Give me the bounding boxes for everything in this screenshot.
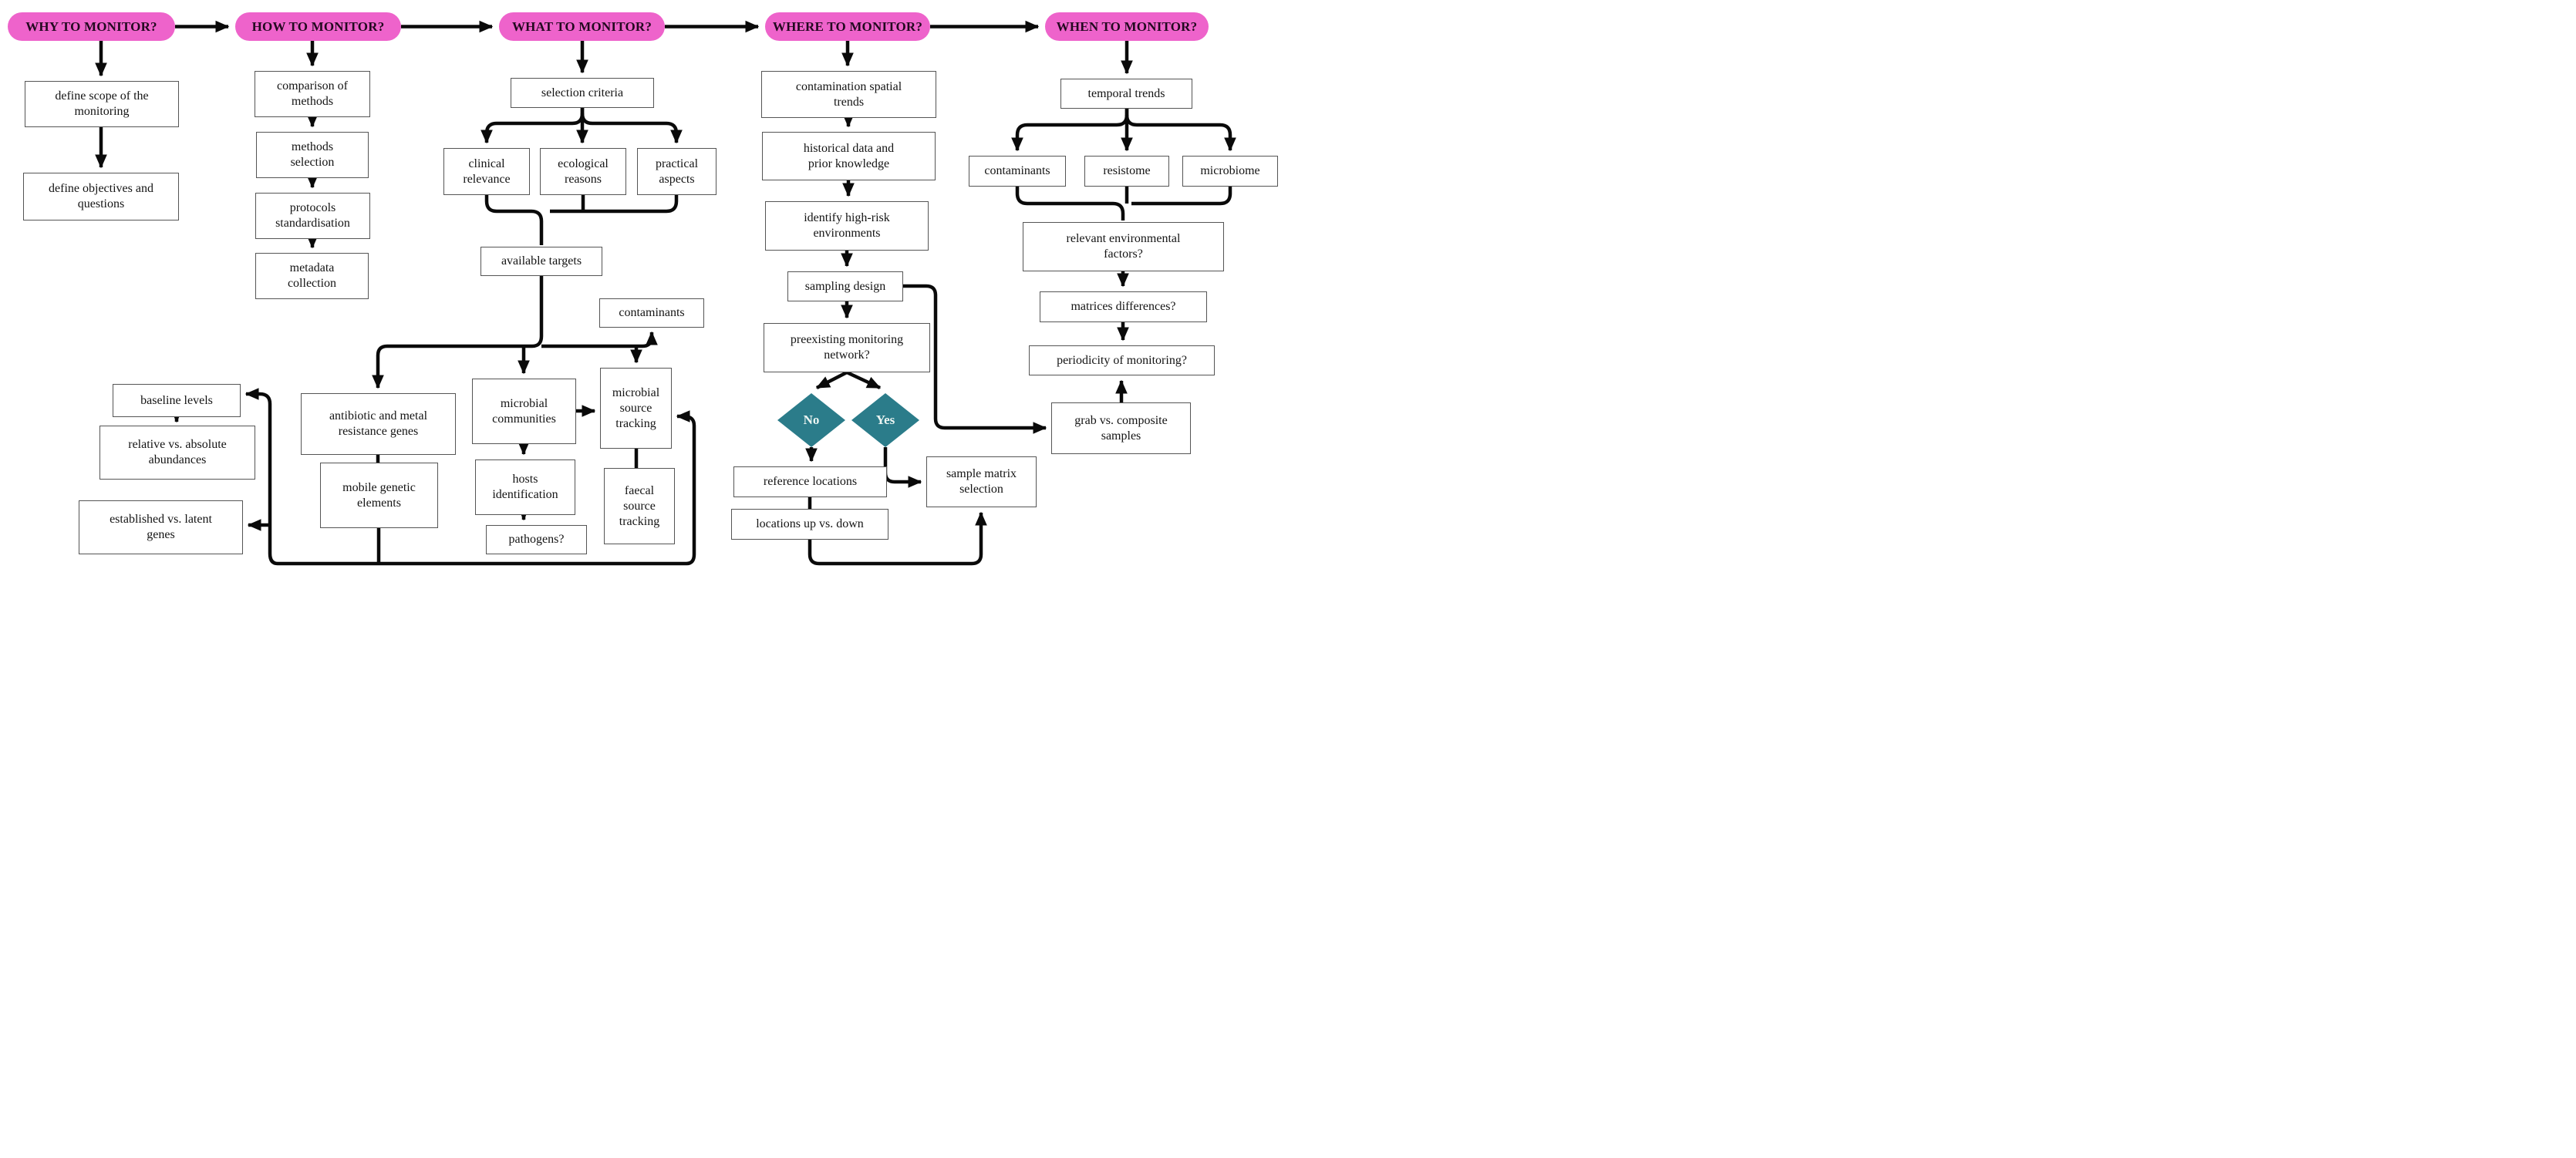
box-sampling-design: sampling design — [787, 271, 903, 301]
arrow-preexisting-yes — [846, 370, 882, 390]
box-periodicity-of-monitoring: periodicity of monitoring? — [1029, 345, 1215, 375]
arrow-loop-mst — [676, 410, 696, 566]
box-reference-locations: reference locations — [733, 466, 887, 497]
arrow-fan-microbiome — [1124, 114, 1236, 152]
box-temporal-trends: temporal trends — [1060, 79, 1192, 109]
box-faecal-source-tracking: faecal source tracking — [604, 468, 675, 544]
box-clinical-relevance: clinical relevance — [443, 148, 530, 195]
arrow-locations-samplematrix — [808, 511, 987, 566]
box-grab-vs-composite-samples: grab vs. composite samples — [1051, 402, 1191, 454]
pill-what: WHAT TO MONITOR? — [499, 12, 665, 41]
pill-when: WHEN TO MONITOR? — [1045, 12, 1209, 41]
box-protocols-standardisation: protocols standardisation — [255, 193, 370, 239]
line-converge-left — [484, 195, 544, 245]
line-converge-right — [550, 195, 679, 214]
arrow-targets-antibiotic — [372, 276, 544, 389]
box-contaminants-when: contaminants — [969, 156, 1066, 187]
box-relevant-environmental-factors: relevant environmental factors? — [1023, 222, 1224, 271]
box-hosts-identification: hosts identification — [475, 459, 575, 515]
box-antibiotic-metal-resistance-genes: antibiotic and metal resistance genes — [301, 393, 456, 455]
arrow-loop-baseline — [244, 388, 272, 405]
box-pathogens: pathogens? — [486, 525, 587, 554]
arrow-yes-samplematrix — [883, 447, 922, 488]
box-methods-selection: methods selection — [256, 132, 369, 178]
box-selection-criteria: selection criteria — [511, 78, 654, 108]
box-baseline-levels: baseline levels — [113, 384, 241, 417]
pill-how: HOW TO MONITOR? — [235, 12, 401, 41]
arrow-fan-contaminants — [1011, 109, 1129, 152]
connectors — [95, 20, 1236, 566]
box-matrices-differences: matrices differences? — [1040, 291, 1207, 322]
flowchart: WHY TO MONITOR? HOW TO MONITOR? WHAT TO … — [0, 0, 1288, 579]
line-when-converge-left — [1015, 187, 1125, 220]
box-define-scope: define scope of the monitoring — [25, 81, 179, 127]
arrow-sampling-grab — [903, 284, 1047, 434]
box-contaminants-what: contaminants — [599, 298, 704, 328]
box-sample-matrix-selection: sample matrix selection — [926, 456, 1037, 507]
box-define-objectives: define objectives and questions — [23, 173, 179, 220]
box-locations-up-vs-down: locations up vs. down — [731, 509, 888, 540]
box-microbial-communities: microbial communities — [472, 379, 576, 444]
pill-where: WHERE TO MONITOR? — [765, 12, 930, 41]
line-bottom-loop — [268, 404, 686, 566]
pill-why: WHY TO MONITOR? — [8, 12, 175, 41]
box-comparison-of-methods: comparison of methods — [255, 71, 370, 117]
box-ecological-reasons: ecological reasons — [540, 148, 626, 195]
box-resistome: resistome — [1084, 156, 1169, 187]
arrow-preexisting-no — [815, 370, 848, 390]
box-contamination-spatial-trends: contamination spatial trends — [761, 71, 936, 118]
arrow-fan-clinical — [480, 108, 585, 144]
box-preexisting-monitoring-network: preexisting monitoring network? — [764, 323, 930, 372]
arrow-fan-practical — [580, 113, 683, 144]
box-microbial-source-tracking: microbial source tracking — [600, 368, 672, 449]
box-historical-data-prior-knowledge: historical data and prior knowledge — [762, 132, 936, 180]
box-microbiome: microbiome — [1182, 156, 1278, 187]
line-when-converge-right — [1131, 187, 1232, 206]
box-mobile-genetic-elements: mobile genetic elements — [320, 463, 438, 528]
box-established-vs-latent-genes: established vs. latent genes — [79, 500, 243, 554]
arrow-junction-contaminants — [541, 331, 658, 348]
box-metadata-collection: metadata collection — [255, 253, 369, 299]
box-relative-vs-absolute-abundances: relative vs. absolute abundances — [99, 426, 255, 480]
box-practical-aspects: practical aspects — [637, 148, 716, 195]
box-available-targets: available targets — [480, 247, 602, 276]
box-identify-high-risk-environments: identify high-risk environments — [765, 201, 929, 251]
